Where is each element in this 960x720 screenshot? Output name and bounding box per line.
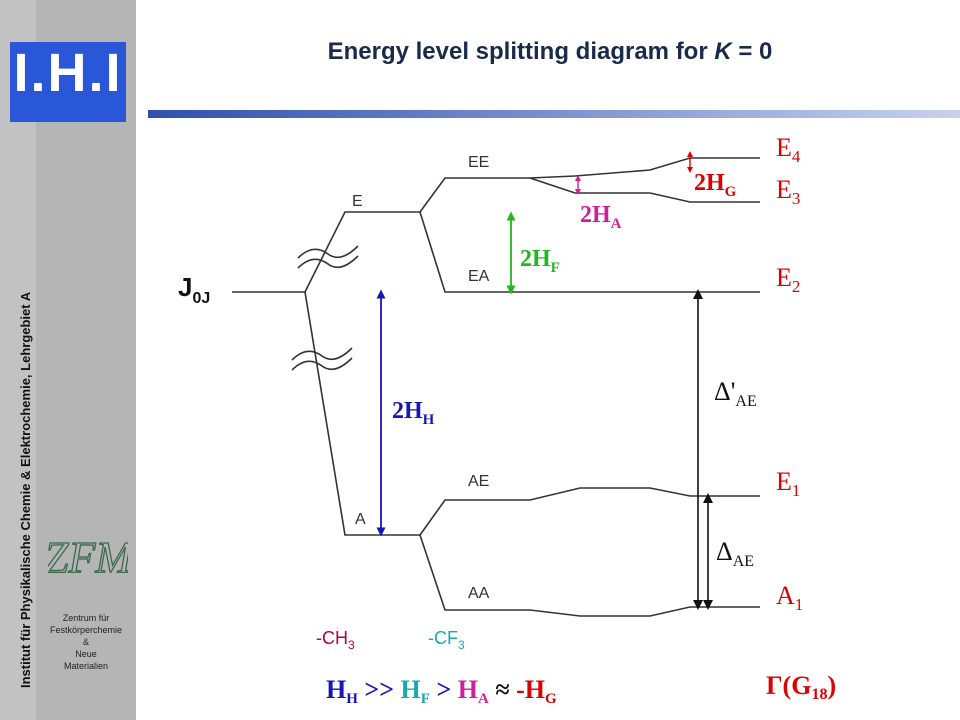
hg-main: 2H <box>694 170 725 196</box>
zfm-caption-line: Zentrum für <box>62 613 110 623</box>
relation-formula: HH >> HF > HA ≈ -HG <box>326 675 557 707</box>
ha-sub: A <box>611 216 622 232</box>
j0j-main: J <box>178 272 192 302</box>
hf-label: 2HF <box>520 246 560 276</box>
hh-label: 2HH <box>392 398 435 428</box>
page-title: Energy level splitting diagram for K = 0 <box>140 38 960 66</box>
ea-branch <box>419 211 760 293</box>
group-symbol-main: Γ(G <box>766 671 811 700</box>
state-a1-sub: 1 <box>795 595 804 614</box>
zfm-logo: ZFM <box>48 532 128 582</box>
relation-gt2: > <box>430 675 458 704</box>
cf3-label: -CF3 <box>428 628 465 652</box>
relation-ha-sub: A <box>478 691 489 707</box>
ch3-main: -CH <box>316 628 348 648</box>
relation-hg-sub: G <box>545 691 557 707</box>
state-e2-main: E <box>776 263 792 292</box>
relation-hf-main: H <box>401 675 421 704</box>
aa-branch <box>419 534 760 617</box>
zfm-logo-text: ZFM <box>48 533 128 582</box>
level-ee-label: EE <box>468 154 489 171</box>
delta-prime-ae-label: Δ'AE <box>714 377 757 410</box>
group-symbol-sub: 18 <box>811 686 827 703</box>
state-e1-sub: 1 <box>792 481 801 500</box>
institute-logo: I.H.I <box>10 42 126 122</box>
ae-branch <box>419 487 760 536</box>
ch3-label: -CH3 <box>316 628 355 652</box>
delta-ae-label: ΔAE <box>716 537 754 570</box>
level-a-label: A <box>355 511 366 528</box>
axis-break-top <box>297 245 359 269</box>
j0j-label: J0J <box>178 272 210 307</box>
state-e4-label: E4 <box>776 133 801 166</box>
ha-label: 2HA <box>580 202 622 232</box>
level-aa-label: AA <box>468 585 490 602</box>
institute-logo-text: I.H.I <box>13 43 123 103</box>
state-a1-label: A1 <box>776 581 803 614</box>
zfm-caption-line: Festkörperchemie <box>49 625 123 635</box>
hh-sub: H <box>423 412 435 428</box>
title-variable: K <box>714 38 732 65</box>
delta-sub: AE <box>733 553 754 570</box>
state-e4-sub: 4 <box>792 147 801 166</box>
group-symbol: Γ(G18) <box>766 671 836 703</box>
relation-ha-main: H <box>458 675 478 704</box>
state-e3-sub: 3 <box>792 189 801 208</box>
j0j-sub: 0J <box>192 290 210 307</box>
zfm-caption-line: & <box>82 637 89 647</box>
cf3-main: -CF <box>428 628 458 648</box>
e-branch <box>304 211 420 293</box>
e3-branch <box>529 177 760 203</box>
state-e1-main: E <box>776 467 792 496</box>
ch3-sub: 3 <box>348 638 355 652</box>
state-a1-main: A <box>776 581 795 610</box>
state-e3-label: E3 <box>776 175 800 208</box>
state-e3-main: E <box>776 175 792 204</box>
state-e4-main: E <box>776 133 792 162</box>
e4-branch <box>529 157 760 179</box>
level-ea-label: EA <box>468 268 490 285</box>
title-text: Energy level splitting diagram for <box>327 38 715 65</box>
relation-gt1: >> <box>358 675 401 704</box>
group-symbol-close: ) <box>827 671 836 700</box>
relation-approx: ≈ <box>489 675 516 704</box>
hf-main: 2H <box>520 246 551 272</box>
hg-sub: G <box>725 184 737 200</box>
zfm-caption-line: Neue <box>75 649 97 659</box>
sidebar: Institut für Physikalische Chemie & Elek… <box>0 0 136 720</box>
state-e1-label: E1 <box>776 467 800 500</box>
zfm-caption-line: Materialien <box>63 661 109 671</box>
relation-hh-sub: H <box>346 691 358 707</box>
hf-sub: F <box>551 260 560 276</box>
a-branch <box>304 291 420 536</box>
ee-branch <box>419 177 530 213</box>
delta-main: Δ <box>716 537 733 566</box>
axis-break-bottom <box>291 347 353 371</box>
title-rule <box>148 110 960 118</box>
ha-main: 2H <box>580 202 611 228</box>
relation-hf-sub: F <box>421 691 430 707</box>
state-e2-sub: 2 <box>792 277 801 296</box>
relation-hg-main: -H <box>516 675 545 704</box>
delta-prime-main: Δ' <box>714 377 735 406</box>
level-ae-label: AE <box>468 473 489 490</box>
hg-label: 2HG <box>694 170 737 200</box>
title-rest: = 0 <box>731 38 773 65</box>
level-e-label: E <box>352 193 363 210</box>
cf3-sub: 3 <box>458 638 465 652</box>
hh-main: 2H <box>392 398 423 424</box>
delta-prime-sub: AE <box>735 393 756 410</box>
relation-hh-main: H <box>326 675 346 704</box>
zfm-caption: Zentrum für Festkörperchemie & Neue Mate… <box>36 612 136 672</box>
state-e2-label: E2 <box>776 263 800 296</box>
